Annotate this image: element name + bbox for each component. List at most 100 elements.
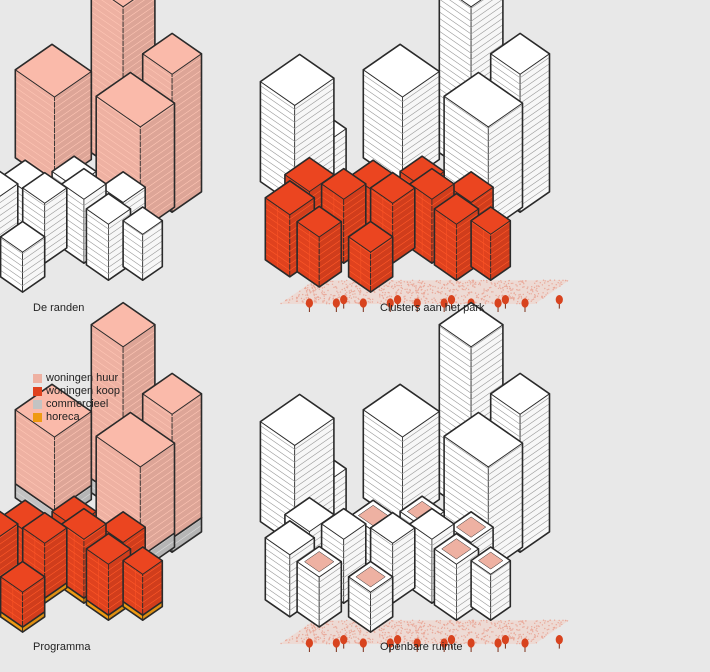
park-dot [315,641,317,643]
park-dot [414,637,416,640]
park-dot [313,625,315,628]
park-dot [397,629,399,632]
park-dot [367,301,369,303]
floor-line [15,80,92,109]
floor-line [490,403,550,425]
park-dot [404,288,406,291]
park-dot [453,284,455,286]
park-dot [510,297,513,299]
park-dot [415,286,417,288]
park-dot [534,294,536,296]
park-dot [527,638,530,641]
park-dot [312,291,314,293]
park-dot [291,635,293,638]
park-dot [487,301,490,303]
silhouette [85,192,132,282]
park-dot [528,293,530,295]
legend-swatch [33,413,42,422]
park-dot [359,291,361,294]
park-dot [541,296,543,298]
park-dot [342,283,344,285]
park-dot [302,293,304,296]
park-dot [385,639,387,641]
park-dot [313,285,315,288]
silhouette [264,519,316,618]
park-dot [437,281,440,283]
park-dot [465,301,467,304]
park-dot [356,288,359,290]
park-dot [484,295,487,297]
park-dot [423,284,425,287]
park-dot [459,621,462,623]
park-dot [549,279,552,281]
park-dot [338,634,340,636]
park-dot [534,295,536,297]
park-dot [552,287,555,289]
park-dot [338,621,340,623]
park-dot [462,623,464,625]
park-dot [530,293,532,295]
park-dot [363,294,365,296]
floor-line [22,215,67,232]
park-dot [488,287,491,289]
park-dot [536,630,538,632]
park-dot [411,279,414,281]
park-dot [440,627,443,630]
floor-line [321,190,366,206]
park-dot [536,290,538,292]
park-dot [432,301,434,304]
park-dot [483,636,485,638]
park-dot [314,290,316,292]
park-dot [380,629,382,632]
park-dot [369,638,371,641]
park-dot [506,287,508,290]
floor-line [260,421,335,450]
park-dot [498,635,501,637]
park-dot [468,619,470,622]
floor-line [22,544,67,561]
park-strip [280,619,570,645]
park-dot [560,281,562,283]
park-dot [527,298,530,301]
park-dot [418,296,420,298]
roof-garden [441,538,472,560]
park-dot [350,297,353,299]
park-dot [422,625,425,628]
park-dot [473,283,475,285]
park-dot [495,634,497,637]
floor-line [439,30,504,54]
park-dot [280,642,282,645]
floor-line [91,350,156,374]
park-dot [421,628,423,631]
park-dot [506,627,508,630]
park-dot [423,635,425,637]
silhouette [0,560,46,628]
park-dot [434,292,436,294]
park-dot [396,284,398,287]
floor-line [260,120,335,149]
park-dot [501,295,503,297]
floor-line [96,97,175,129]
floor-line [443,136,523,168]
park-dot [504,625,506,628]
park-dot [332,280,334,283]
floor-line [22,557,67,573]
park-dot [431,631,434,634]
floor-line [296,573,342,589]
park-dot [507,282,510,285]
park-dot [441,286,443,288]
park-dot [457,637,459,639]
park-dot [467,292,470,294]
park-dot [516,629,518,631]
park-dot [486,290,488,292]
park-dot [416,291,418,294]
park-dot [453,624,455,626]
park-dot [510,292,512,294]
floor-line [490,76,550,98]
floor-line [449,0,493,16]
park-dot [537,633,540,635]
park-dot [541,284,544,286]
silhouette [122,206,164,282]
park-dot [542,292,544,294]
park-dot [510,282,512,285]
